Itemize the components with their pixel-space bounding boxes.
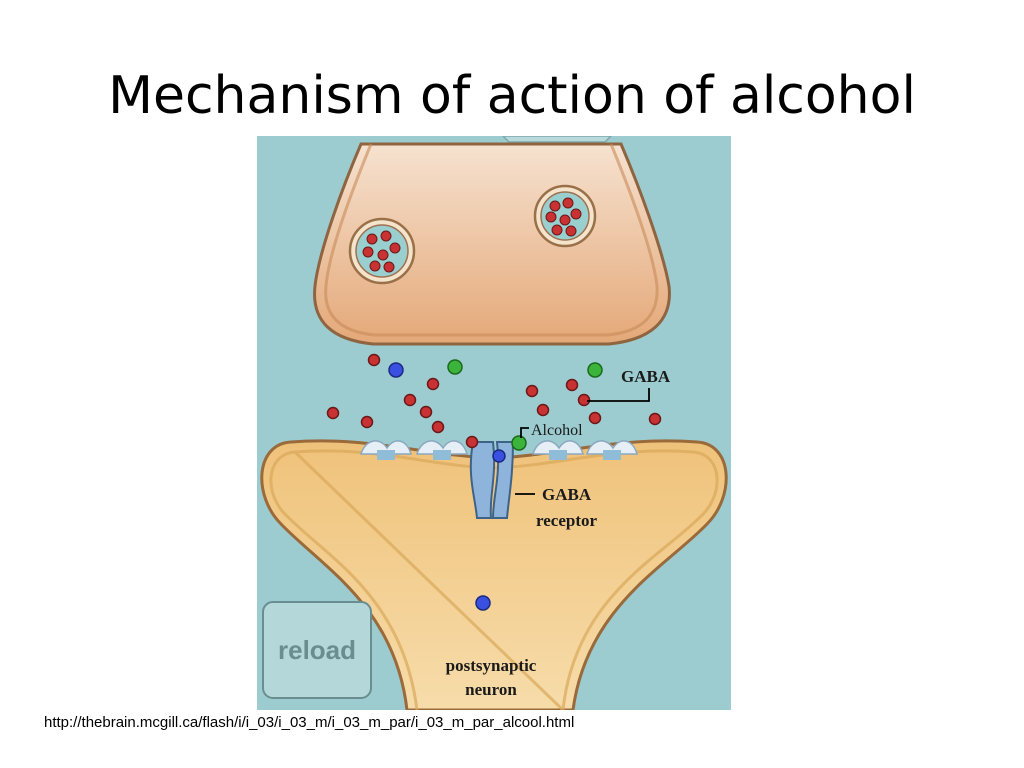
gaba-receptor-label-line1: GABA xyxy=(542,485,592,504)
synapse-diagram: GABA Alcohol GABA receptor postsynaptic … xyxy=(257,136,731,710)
source-url[interactable]: http://thebrain.mcgill.ca/flash/i/i_03/i… xyxy=(44,714,575,731)
postsynaptic-neuron-label-line1: postsynaptic xyxy=(446,656,537,675)
top-tab-shape xyxy=(501,136,613,143)
gaba-receptor-label-line2: receptor xyxy=(536,511,597,530)
synaptic-vesicle-right xyxy=(533,184,597,248)
reload-button[interactable]: reload xyxy=(262,601,372,699)
blue-molecule-cleft xyxy=(388,362,404,378)
alcohol-molecules xyxy=(447,359,603,451)
slide-title: Mechanism of action of alcohol xyxy=(108,66,916,126)
gaba-molecules xyxy=(326,353,662,449)
alcohol-label: Alcohol xyxy=(531,422,583,439)
gaba-receptor-channel xyxy=(469,441,515,519)
postsynaptic-inner-membrane xyxy=(269,449,719,710)
presynaptic-inner-membrane xyxy=(324,143,659,337)
gaba-label: GABA xyxy=(621,367,671,386)
reload-button-label: reload xyxy=(278,635,356,665)
blue-molecule-neuron xyxy=(475,595,491,611)
synaptic-vesicle-left xyxy=(348,217,416,285)
gaba-leader-line xyxy=(587,388,650,402)
membrane-receptor-sites xyxy=(360,440,638,460)
postsynaptic-neuron-label-line2: neuron xyxy=(465,680,517,699)
alcohol-leader-line xyxy=(520,427,529,438)
